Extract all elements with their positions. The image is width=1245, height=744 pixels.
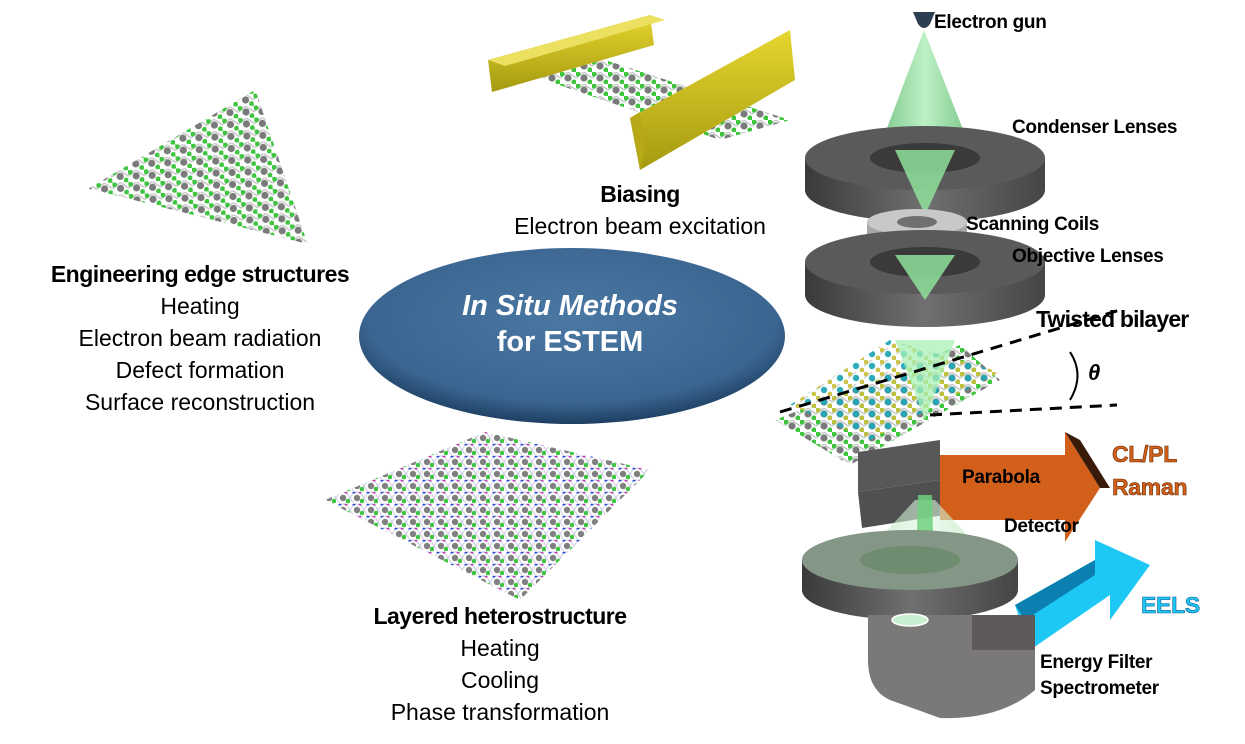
edge-structure-lattice — [88, 89, 308, 244]
center-title-line2: for ESTEM — [496, 326, 644, 358]
edge-item: Heating — [160, 293, 240, 319]
cl-pl-label: CL/PL — [1112, 441, 1178, 468]
twisted-bilayer-label: Twisted bilayer — [1036, 306, 1189, 332]
center-title: In Situ Methods for ESTEM — [360, 288, 780, 360]
eels-label: EELS — [1141, 592, 1201, 619]
center-ellipse — [359, 248, 785, 424]
eels-arrow — [1015, 540, 1150, 650]
cl-pl-arrow — [940, 432, 1100, 542]
edge-structures-title: Engineering edge structures — [50, 261, 350, 287]
biasing-item: Electron beam excitation — [514, 213, 766, 239]
detector-label: Detector — [1004, 516, 1079, 537]
edge-item: Electron beam radiation — [78, 325, 322, 351]
biasing-electrodes — [488, 15, 795, 170]
electron-gun-icon — [913, 12, 935, 28]
microscope-column — [775, 12, 1150, 719]
scanning-coils-label: Scanning Coils — [966, 214, 1100, 235]
heterostructure-item: Cooling — [461, 667, 539, 693]
theta-label: θ — [1088, 360, 1100, 385]
energy-filter-label: Energy Filter — [1040, 652, 1153, 673]
electron-gun-label: Electron gun — [934, 12, 1047, 33]
heterostructure-caption: Layered heterostructure Heating Cooling … — [320, 600, 680, 728]
heterostructure-item: Phase transformation — [390, 699, 610, 725]
edge-item: Surface reconstruction — [84, 389, 316, 415]
heterostructure-lattice — [325, 432, 650, 600]
biasing-caption: Biasing Electron beam excitation — [480, 178, 800, 242]
spectrometer-label: Spectrometer — [1040, 678, 1159, 699]
edge-structures-caption: Engineering edge structures Heating Elec… — [0, 258, 400, 418]
heterostructure-item: Heating — [460, 635, 540, 661]
biasing-title: Biasing — [600, 181, 680, 207]
parabola-label: Parabola — [962, 467, 1040, 488]
raman-label: Raman — [1112, 474, 1188, 501]
edge-item: Defect formation — [115, 357, 285, 383]
center-title-line1: In Situ Methods — [462, 290, 678, 322]
condenser-lens-label: Condenser Lenses — [1012, 117, 1178, 138]
objective-lens-label: Objective Lenses — [1012, 246, 1164, 267]
heterostructure-title: Layered heterostructure — [373, 603, 627, 629]
